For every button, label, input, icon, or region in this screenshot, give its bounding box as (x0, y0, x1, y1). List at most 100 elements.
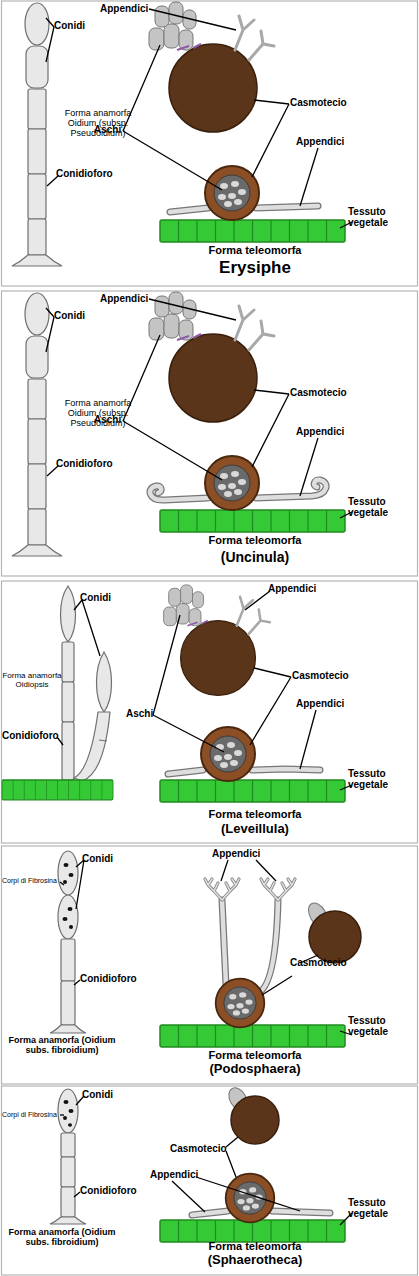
part-label: Forma teleomorfa (145, 1049, 365, 1061)
panel-leveillula (2, 581, 418, 843)
panel-podosphaera (216, 979, 265, 1028)
conidiophore (74, 712, 110, 781)
part-label: (Sphaerotheca) (145, 1253, 365, 1268)
appendage (252, 769, 320, 770)
leader-line (252, 390, 289, 467)
leader-line (60, 1096, 352, 1225)
part-label: Corpi di Fibrosina (2, 877, 57, 885)
conidiophore (58, 1089, 78, 1133)
conidiophore (64, 1100, 69, 1104)
leader-line (149, 9, 236, 30)
conidiophore (50, 1089, 86, 1224)
conidiophore (26, 336, 48, 378)
panel-podosphaera (205, 879, 239, 900)
leader-line (60, 1114, 64, 1115)
conidiophore (28, 379, 46, 419)
panel-leveillula (2, 581, 418, 843)
hooked-appendage (150, 486, 208, 500)
panel-erysiphe (2, 1, 418, 286)
conidiophore (25, 3, 49, 45)
part-label: Forma anamorfa (Oidium subs. fibroidium) (0, 1227, 124, 1247)
leader-line (60, 860, 352, 1035)
appendage (222, 900, 226, 985)
part-label: Casmotecio (290, 97, 347, 108)
conidiophore (61, 1133, 75, 1157)
conidiophore (99, 740, 107, 741)
part-label: Tessuto vegetale (348, 206, 410, 228)
part-label: Forma teleomorfa (145, 244, 365, 256)
conidiophore (28, 219, 46, 255)
conidiophore (28, 419, 46, 464)
leader-line (250, 668, 291, 745)
conidiophore (62, 642, 74, 682)
appendage (258, 900, 278, 993)
conidiophore (12, 293, 62, 556)
conidiophore (97, 652, 112, 712)
part-label: Casmotecio (290, 387, 347, 398)
conidiophore (69, 1109, 74, 1113)
part-label: Tessuto vegetale (348, 768, 410, 790)
conidiophore (61, 981, 75, 1025)
part-label: (Uncinula) (145, 550, 365, 566)
conidiophore (58, 895, 78, 939)
part-label: Appendici (296, 698, 344, 709)
part-label: Conidioforo (80, 1185, 137, 1196)
part-label: Forma teleomorfa (145, 808, 365, 820)
part-label: Appendici (268, 583, 316, 594)
leader-line (46, 299, 352, 518)
panel-sphaerotheca (160, 1220, 345, 1242)
panel-leveillula (164, 585, 270, 696)
leader-line (60, 882, 64, 885)
appendage (256, 206, 318, 208)
conidiophore (62, 682, 74, 722)
leader-line (149, 299, 236, 320)
appendage (258, 900, 278, 993)
part-label: Casmotecio (170, 1143, 227, 1154)
part-label: Appendici (150, 1169, 198, 1180)
hooked-appendage (150, 486, 208, 500)
part-label: Conidi (54, 20, 85, 31)
leader-line (74, 600, 100, 656)
conidiophore (28, 509, 46, 545)
conidiophore (69, 873, 74, 877)
panel-sphaerotheca (226, 1174, 275, 1223)
conidiophore (26, 46, 48, 88)
panel-erysiphe (2, 1, 418, 286)
appendage (222, 900, 226, 985)
part-label: Forma anamorfa Oidiopsis (1, 672, 63, 690)
panel-leveillula (201, 727, 255, 781)
leader-line (300, 438, 318, 496)
appendage (252, 769, 320, 770)
leader-line (300, 148, 318, 206)
leader-line (74, 1192, 80, 1197)
part-label: Erysiphe (145, 258, 365, 277)
conidiophore (62, 722, 74, 780)
conidiophore (25, 293, 49, 335)
part-label: Conidioforo (56, 168, 113, 179)
part-label: Appendici (296, 136, 344, 147)
leader-line (46, 9, 352, 228)
part-label: Conidi (80, 592, 111, 603)
part-label: Conidioforo (2, 730, 59, 741)
part-label: Tessuto vegetale (348, 1015, 410, 1037)
part-label: Casmotecio (292, 670, 349, 681)
part-label: Conidioforo (56, 458, 113, 469)
conidiophore (64, 863, 69, 867)
part-label: (Leveillula) (145, 822, 365, 837)
conidiophore (61, 1187, 75, 1217)
appendage (222, 900, 278, 993)
appendage (272, 1211, 330, 1213)
conidiophore (69, 925, 73, 929)
leader-line (172, 1177, 300, 1212)
leader-line (76, 860, 84, 909)
panel-leveillula (2, 780, 113, 800)
part-label: Appendici (212, 848, 260, 859)
leader-line (226, 1137, 238, 1177)
panel-leveillula (160, 780, 345, 802)
appendage (168, 770, 203, 774)
chasmothecium-large (231, 1096, 279, 1144)
part-label: Conidi (82, 1089, 113, 1100)
leader-line (300, 710, 316, 769)
